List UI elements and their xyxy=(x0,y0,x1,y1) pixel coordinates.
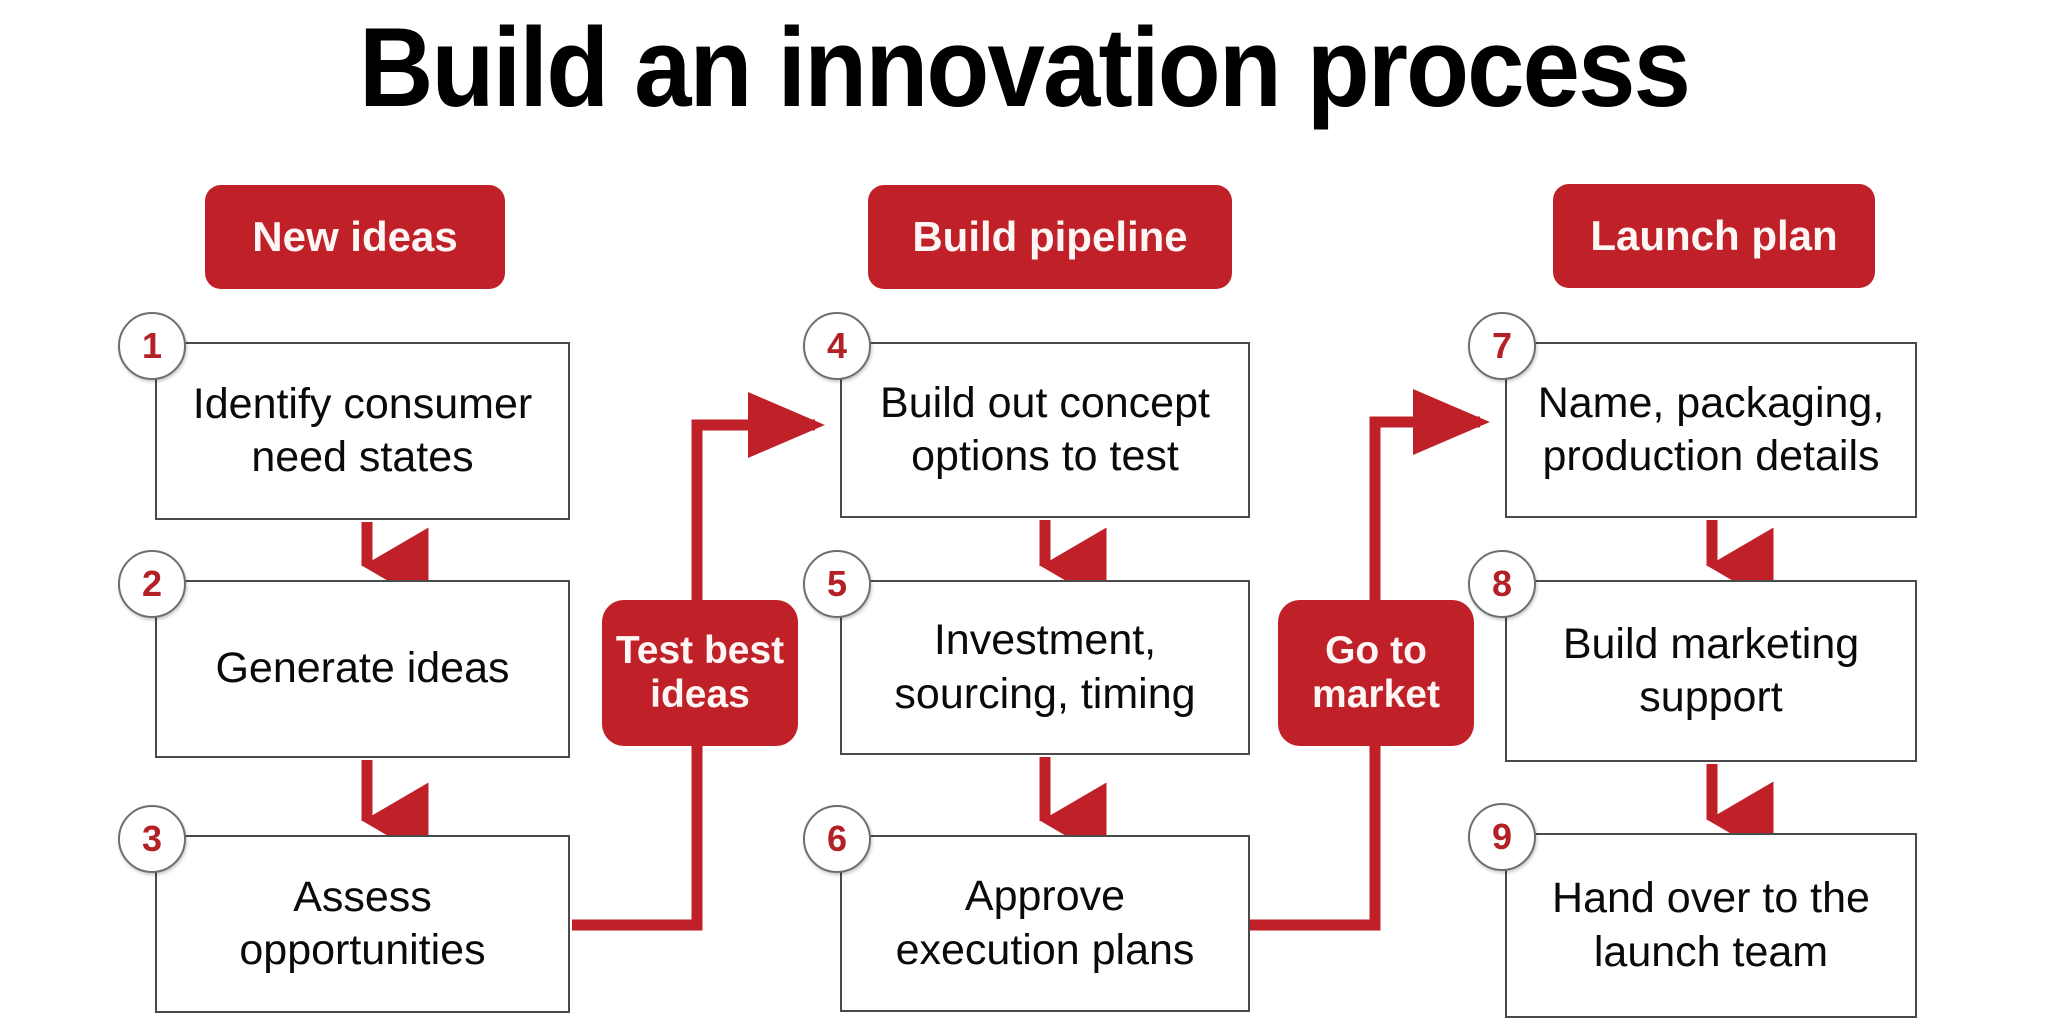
phase-pill-launch-plan[interactable]: Launch plan xyxy=(1553,184,1875,288)
step-box-8[interactable]: Build marketing support xyxy=(1505,580,1917,762)
step-number-label: 4 xyxy=(826,325,848,366)
step-box-6[interactable]: Approve execution plans xyxy=(840,835,1250,1012)
step-number-4: 4 xyxy=(803,312,871,380)
step-number-5: 5 xyxy=(803,550,871,618)
step-number-6: 6 xyxy=(803,805,871,873)
step-number-3: 3 xyxy=(118,805,186,873)
step-text: Build out concept options to test xyxy=(880,378,1210,480)
step-number-label: 7 xyxy=(1491,325,1513,366)
step-number-8: 8 xyxy=(1468,550,1536,618)
phase-pill-build-pipeline[interactable]: Build pipeline xyxy=(868,185,1232,289)
step-box-3[interactable]: Assess opportunities xyxy=(155,835,570,1013)
phase-pill-new-ideas[interactable]: New ideas xyxy=(205,185,505,289)
phase-label: Launch plan xyxy=(1590,211,1838,259)
step-number-label: 2 xyxy=(141,563,163,604)
step-number-label: 8 xyxy=(1491,563,1513,604)
step-box-5[interactable]: Investment, sourcing, timing xyxy=(840,580,1250,755)
step-text: Approve execution plans xyxy=(895,872,1195,974)
step-box-9[interactable]: Hand over to the launch team xyxy=(1505,833,1917,1018)
step-number-label: 1 xyxy=(141,325,163,366)
step-text: Build marketing support xyxy=(1562,619,1860,721)
step-number-label: 3 xyxy=(141,818,163,859)
step-number-2: 2 xyxy=(118,550,186,618)
step-number-label: 9 xyxy=(1491,816,1513,857)
step-text: Assess opportunities xyxy=(239,872,486,974)
step-number-7: 7 xyxy=(1468,312,1536,380)
connector-pill-test-best-ideas[interactable]: Test best ideas xyxy=(602,600,798,746)
step-number-label: 5 xyxy=(826,563,848,604)
step-box-7[interactable]: Name, packaging, production details xyxy=(1505,342,1917,518)
step-box-2[interactable]: Generate ideas xyxy=(155,580,570,758)
step-text: Name, packaging, production details xyxy=(1537,378,1885,480)
page-title: Build an innovation process xyxy=(358,5,1691,130)
step-text: Identify consumer need states xyxy=(192,379,533,481)
step-text: Investment, sourcing, timing xyxy=(894,616,1196,718)
connector-pill-label: Test best ideas xyxy=(615,629,785,716)
step-number-1: 1 xyxy=(118,312,186,380)
step-number-label: 6 xyxy=(826,818,848,859)
connector-pill-go-to-market[interactable]: Go to market xyxy=(1278,600,1474,746)
step-text: Hand over to the launch team xyxy=(1552,874,1870,976)
connector-pill-label: Go to market xyxy=(1312,629,1440,716)
phase-label: New ideas xyxy=(252,212,458,260)
step-box-4[interactable]: Build out concept options to test xyxy=(840,342,1250,518)
phase-label: Build pipeline xyxy=(912,212,1188,260)
step-number-9: 9 xyxy=(1468,803,1536,871)
step-text: Generate ideas xyxy=(215,644,510,693)
step-box-1[interactable]: Identify consumer need states xyxy=(155,342,570,520)
